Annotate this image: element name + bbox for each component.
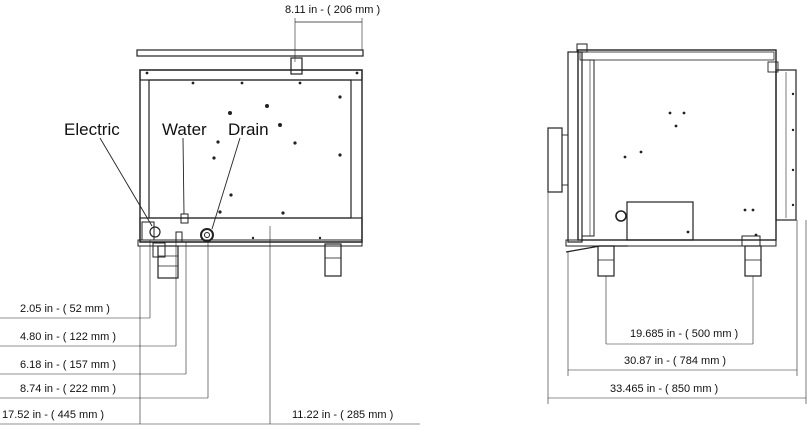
- dimension-label-285mm: 11.22 in - ( 285 mm ): [292, 409, 394, 421]
- dimension-label-122mm: 4.80 in - ( 122 mm ): [20, 331, 116, 343]
- top-dimension-label: 8.11 in - ( 206 mm ): [285, 4, 381, 16]
- electric-label: Electric: [64, 120, 120, 139]
- front-view-drawing: [0, 18, 420, 425]
- dimension-label-157mm: 6.18 in - ( 157 mm ): [20, 359, 116, 371]
- dimension-label-500mm: 19.685 in - ( 500 mm ): [630, 328, 739, 340]
- side-view-drawing: [547, 43, 807, 404]
- water-label: Water: [162, 120, 207, 139]
- dimension-label-52mm: 2.05 in - ( 52 mm ): [20, 303, 110, 315]
- dimension-label-850mm: 33.465 in - ( 850 mm ): [610, 383, 719, 395]
- dimension-label-445mm: 17.52 in - ( 445 mm ): [2, 409, 105, 421]
- drain-label: Drain: [228, 120, 269, 139]
- dimension-label-222mm: 8.74 in - ( 222 mm ): [20, 383, 116, 395]
- dimension-label-784mm: 30.87 in - ( 784 mm ): [624, 355, 727, 367]
